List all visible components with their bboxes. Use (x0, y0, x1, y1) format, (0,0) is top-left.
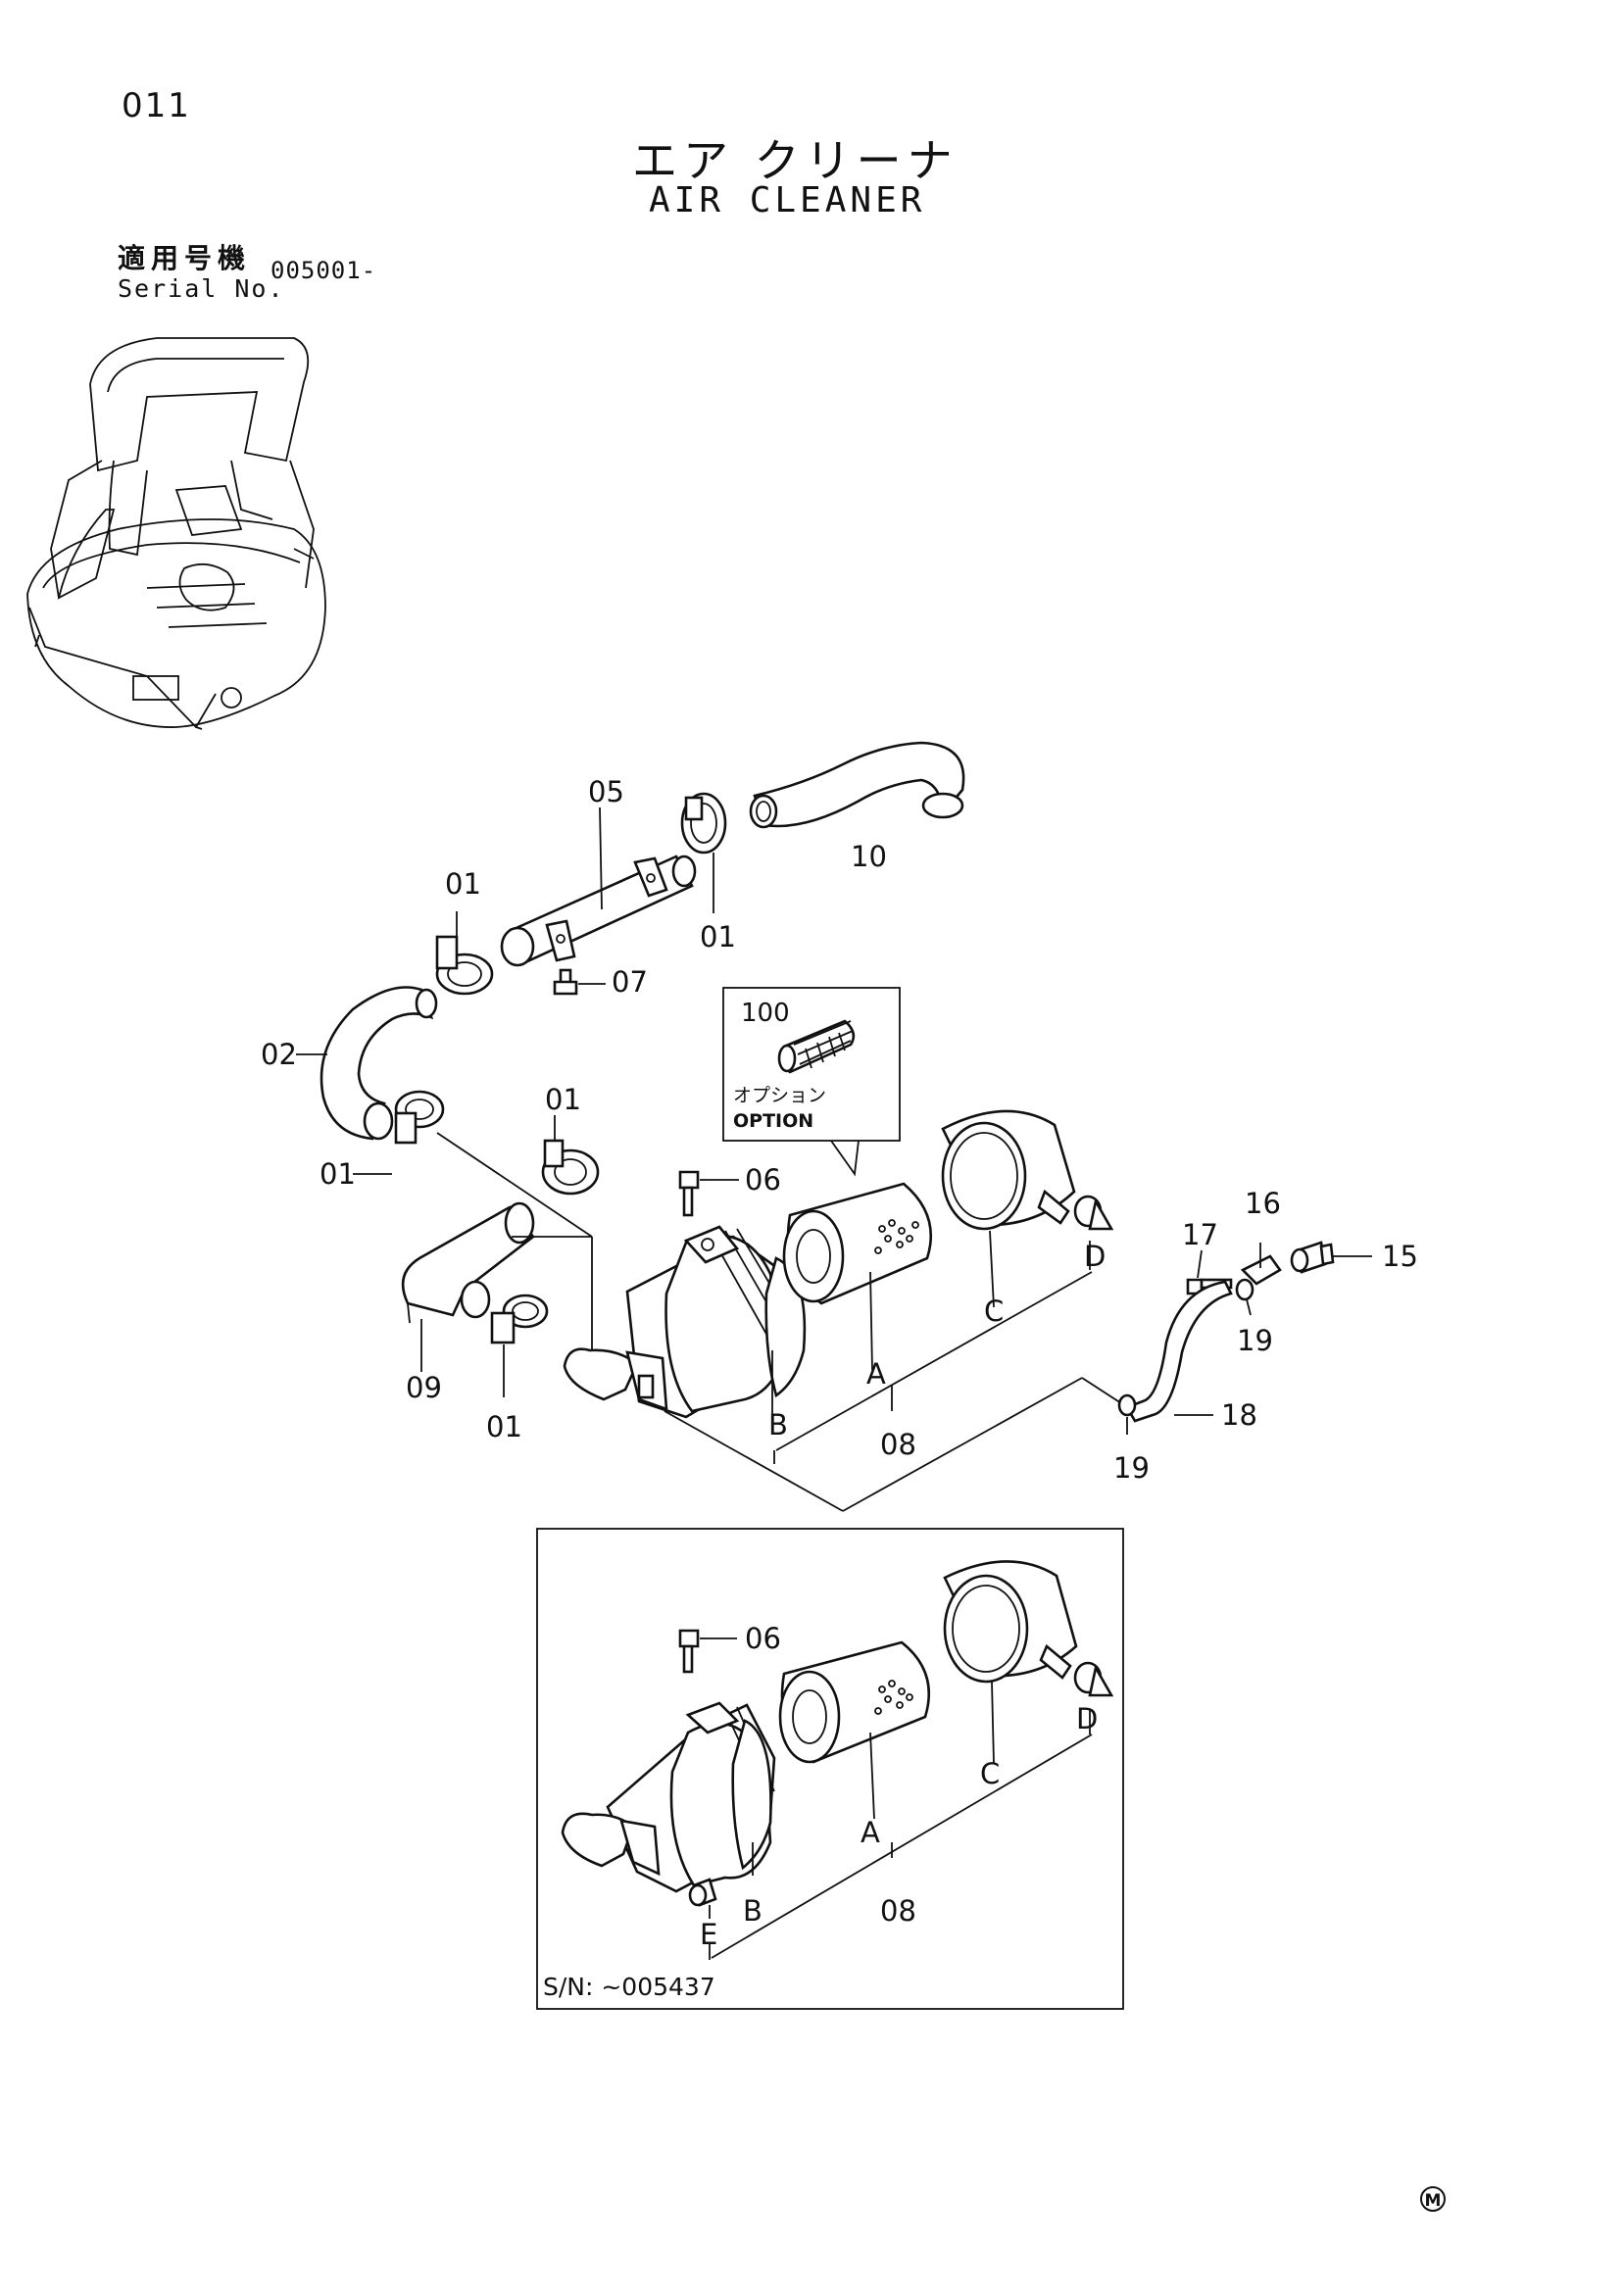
filter-perforation-holes-main (874, 1219, 919, 1254)
evacuator-valve-d-main (1073, 1195, 1114, 1231)
label-part-01-c: 01 (320, 1157, 356, 1191)
machine-overview-illustration (26, 337, 326, 730)
label-part-19-a: 19 (1237, 1324, 1273, 1357)
serial-label-japanese: 適用号機 (118, 242, 252, 274)
footer-mark-letter: M (1425, 2191, 1442, 2211)
inset-label-c: C (980, 1757, 1000, 1790)
label-part-07: 07 (612, 965, 648, 999)
label-part-18: 18 (1221, 1398, 1257, 1432)
intake-pipe-05 (500, 855, 697, 967)
label-a: A (866, 1357, 886, 1391)
hose-02 (320, 986, 438, 1141)
label-part-01-e: 01 (486, 1410, 522, 1443)
elbow-hose-09 (401, 1201, 535, 1324)
inset-label-d: D (1076, 1702, 1098, 1735)
hose-clamp-01-lower (490, 1294, 549, 1344)
label-part-17: 17 (1182, 1218, 1218, 1251)
connector-19-lower (1117, 1393, 1137, 1435)
dust-cover-c-main (941, 1109, 1076, 1231)
hose-clamp-01-top (680, 792, 727, 855)
tube-18 (1125, 1280, 1233, 1423)
serial-label-english: Serial No. (118, 274, 285, 303)
connector-19-upper (1235, 1278, 1254, 1316)
bracket-16 (1240, 1243, 1282, 1286)
inset-label-a: A (861, 1816, 880, 1849)
option-label-english: OPTION (733, 1110, 813, 1132)
label-c: C (984, 1295, 1004, 1328)
earlier-serial-inset-box (536, 1528, 1124, 2010)
bolt-06-main (678, 1170, 739, 1217)
label-part-09: 09 (406, 1371, 442, 1404)
label-part-19-b: 19 (1113, 1451, 1150, 1485)
label-b: B (768, 1408, 788, 1441)
label-part-01-a: 01 (445, 867, 481, 901)
option-part-number: 100 (741, 999, 790, 1028)
inset-label-e: E (700, 1918, 717, 1951)
option-label-japanese: オプション (733, 1085, 826, 1106)
serial-number-value: 005001- (270, 257, 377, 284)
air-cleaner-main-assembly (563, 1225, 807, 1419)
label-part-10: 10 (851, 840, 887, 873)
option-callout-box (722, 987, 901, 1177)
label-part-01-d: 01 (545, 1083, 581, 1116)
inset-serial-range: S/N: ~005437 (543, 1973, 715, 2001)
title-japanese: エア クリーナ (632, 134, 959, 187)
label-part-02: 02 (261, 1038, 297, 1071)
intake-hose-10 (749, 741, 965, 829)
filter-element-a-main (782, 1182, 933, 1305)
label-part-05: 05 (588, 775, 624, 808)
label-part-01-b: 01 (700, 920, 736, 953)
inset-label-b: B (743, 1894, 762, 1928)
hose-clamp-01-mid-right (541, 1139, 600, 1196)
page-number: 011 (122, 86, 191, 125)
bolt-07 (553, 968, 606, 996)
inset-label-part-08: 08 (880, 1894, 916, 1928)
label-part-16: 16 (1245, 1187, 1281, 1220)
label-part-15: 15 (1382, 1240, 1418, 1273)
hose-clamp-01-mid-left (394, 1090, 445, 1145)
footer-circled-mark: M (1420, 2186, 1446, 2212)
title-english: AIR CLEANER (649, 180, 926, 220)
inset-label-part-06: 06 (745, 1622, 781, 1655)
hose-clamp-01-upper-left (435, 935, 494, 996)
label-d: D (1084, 1240, 1106, 1273)
restriction-indicator-15 (1290, 1241, 1372, 1274)
label-part-08: 08 (880, 1428, 916, 1461)
label-part-06: 06 (745, 1163, 781, 1197)
